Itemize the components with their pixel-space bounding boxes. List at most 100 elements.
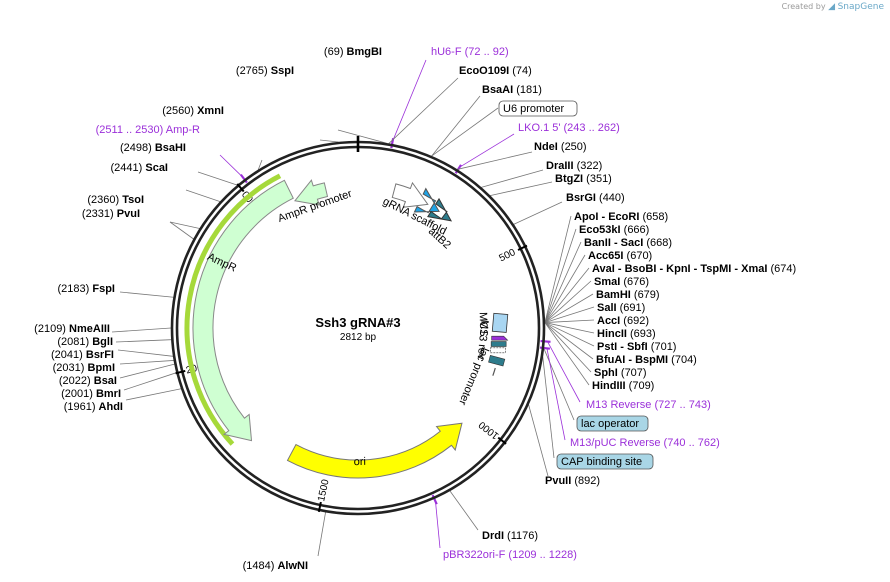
enzyme-label-smai: SmaI (676)	[594, 276, 649, 288]
leader-line	[257, 159, 263, 171]
ori-arrow	[286, 422, 463, 479]
tick-mark-500	[517, 244, 528, 251]
primer-label-m13-reverse: M13 Reverse (727 .. 743)	[586, 399, 711, 411]
leader-line	[115, 339, 172, 343]
enzyme-label-pvuii: PvuII (892)	[545, 475, 600, 487]
enzyme-label-bgli: (2081) BglI	[57, 336, 113, 348]
enzyme-label-eco53ki: Eco53kI (666)	[579, 224, 649, 236]
leader-line	[544, 254, 586, 323]
leader-line	[481, 169, 544, 188]
enzyme-label-acc65i: Acc65I (670)	[588, 250, 652, 262]
primer-site-mark	[431, 494, 438, 505]
enzyme-label-bmgbi: (69) BmgBI	[324, 46, 382, 58]
primer-label-pbr322ori-f: pBR322ori-F (1209 .. 1228)	[443, 549, 577, 561]
leader-line	[459, 133, 515, 168]
primer-site-mark	[539, 346, 551, 350]
primer-site-mark	[540, 339, 551, 343]
leader-line	[197, 171, 238, 186]
leader-line	[544, 267, 590, 323]
scaffold-blue-arrowhead	[413, 187, 440, 214]
enzyme-label-bmri: (2001) BmrI	[61, 388, 121, 400]
leader-line	[119, 291, 174, 298]
enzyme-label-banii-saci: BanII - SacI (668)	[584, 237, 672, 249]
leader-line	[544, 322, 595, 334]
enzyme-label-hindiii: HindIII (709)	[592, 380, 654, 392]
tick-mark-2500	[236, 183, 245, 193]
leader-line	[544, 322, 595, 347]
label-attb2: attB2	[426, 225, 453, 251]
tick-label-500: 500	[498, 247, 518, 264]
leader-line	[319, 139, 339, 143]
enzyme-label-tsoi: (2360) TsoI	[87, 194, 144, 206]
plasmid-size: 2812 bp	[340, 332, 377, 343]
leader-line	[544, 319, 595, 323]
leader-line	[119, 360, 174, 365]
enzyme-label-alwni: (1484) AlwNI	[243, 560, 308, 572]
ampr-arrow	[192, 179, 294, 442]
primer-label-lko-1-5: LKO.1 5' (243 .. 262)	[518, 122, 620, 134]
leader-line	[544, 322, 590, 386]
leader-line	[544, 215, 572, 323]
leader-line	[544, 228, 577, 323]
boxed-label-bg-u6-promoter	[498, 100, 578, 117]
feature-layer	[184, 173, 509, 479]
attb2-arrow	[427, 197, 453, 222]
primer-label-amp-r: (2511 .. 2530) Amp-R	[96, 124, 200, 136]
tick-label-1500: 1500	[316, 478, 331, 502]
leader-line	[119, 363, 175, 379]
enzyme-label-bfuai-bspmi: BfuAI - BspMI (704)	[596, 354, 697, 366]
enzyme-label-avai-bsobi-kpni-tspmi-xmai: AvaI - BsoBI - KpnI - TspMI - XmaI (674)	[592, 263, 796, 275]
enzyme-label-bsrgi: BsrGI (440)	[566, 192, 625, 204]
lac-operator-block	[490, 341, 507, 347]
leader-line	[392, 59, 427, 142]
credit-brand: SnapGene	[837, 2, 884, 12]
label-lac-promoter: lac promoter	[456, 346, 491, 407]
enzyme-label-acci: AccI (692)	[597, 315, 649, 327]
leader-line	[337, 129, 387, 144]
label-ori: ori	[354, 456, 366, 468]
leader-line	[317, 512, 326, 557]
enzyme-label-sali: SalI (691)	[597, 302, 645, 314]
leader-line	[544, 322, 594, 360]
snapgene-credit: Created by ◢ SnapGene	[782, 2, 884, 12]
primer-site-mark	[239, 173, 248, 184]
snapgene-logo-icon: ◢	[828, 2, 836, 12]
enzyme-label-scai: (2441) ScaI	[111, 162, 169, 174]
primer-label-m13-puc-reverse: M13/pUC Reverse (740 .. 762)	[570, 437, 720, 449]
leader-line	[547, 341, 581, 403]
leader-line	[117, 349, 174, 357]
cap-site-block	[490, 347, 506, 354]
enzyme-label-sphi: SphI (707)	[594, 367, 647, 379]
enzyme-label-bpmi: (2031) BpmI	[53, 362, 115, 374]
enzyme-label-sspi: (2765) SspI	[236, 65, 294, 77]
leader-line	[125, 388, 182, 401]
site-labels: (69) BmgBI(2765) SspI(2560) XmnI(2511 ..…	[34, 46, 796, 572]
tick-mark-2000	[175, 369, 186, 375]
tick-label-1000: 1000	[477, 418, 502, 441]
leader-line	[544, 293, 594, 323]
tick-mark-1500	[317, 501, 322, 513]
boxed-label-lac-operator: lac operator	[581, 418, 639, 430]
leader-line	[546, 348, 566, 441]
tick-mark-1000	[497, 436, 507, 445]
boxed-label-bg-cap-binding-site	[556, 453, 654, 470]
leader-line	[185, 189, 221, 203]
leader-line	[219, 154, 243, 178]
leader-line	[544, 280, 592, 323]
enzyme-label-nmeaiii: (2109) NmeAIII	[34, 323, 110, 335]
enzyme-label-draiii: DraIII (322)	[546, 160, 602, 172]
leader-line	[431, 95, 481, 157]
leader-line	[513, 201, 563, 225]
leader-line	[388, 77, 459, 144]
ampr-promoter-arrow	[294, 179, 329, 206]
mcs-block	[491, 312, 509, 333]
boxed-label-cap-binding-site: CAP binding site	[561, 456, 642, 468]
leader-line	[544, 322, 592, 373]
enzyme-label-pvui: (2331) PvuI	[82, 208, 140, 220]
leader-line	[169, 221, 194, 240]
ampr-highlight-band	[184, 173, 282, 446]
lac-promoter-arc	[492, 367, 496, 376]
leader-line	[544, 241, 582, 323]
boxed-label-u6-promoter: U6 promoter	[503, 103, 564, 115]
